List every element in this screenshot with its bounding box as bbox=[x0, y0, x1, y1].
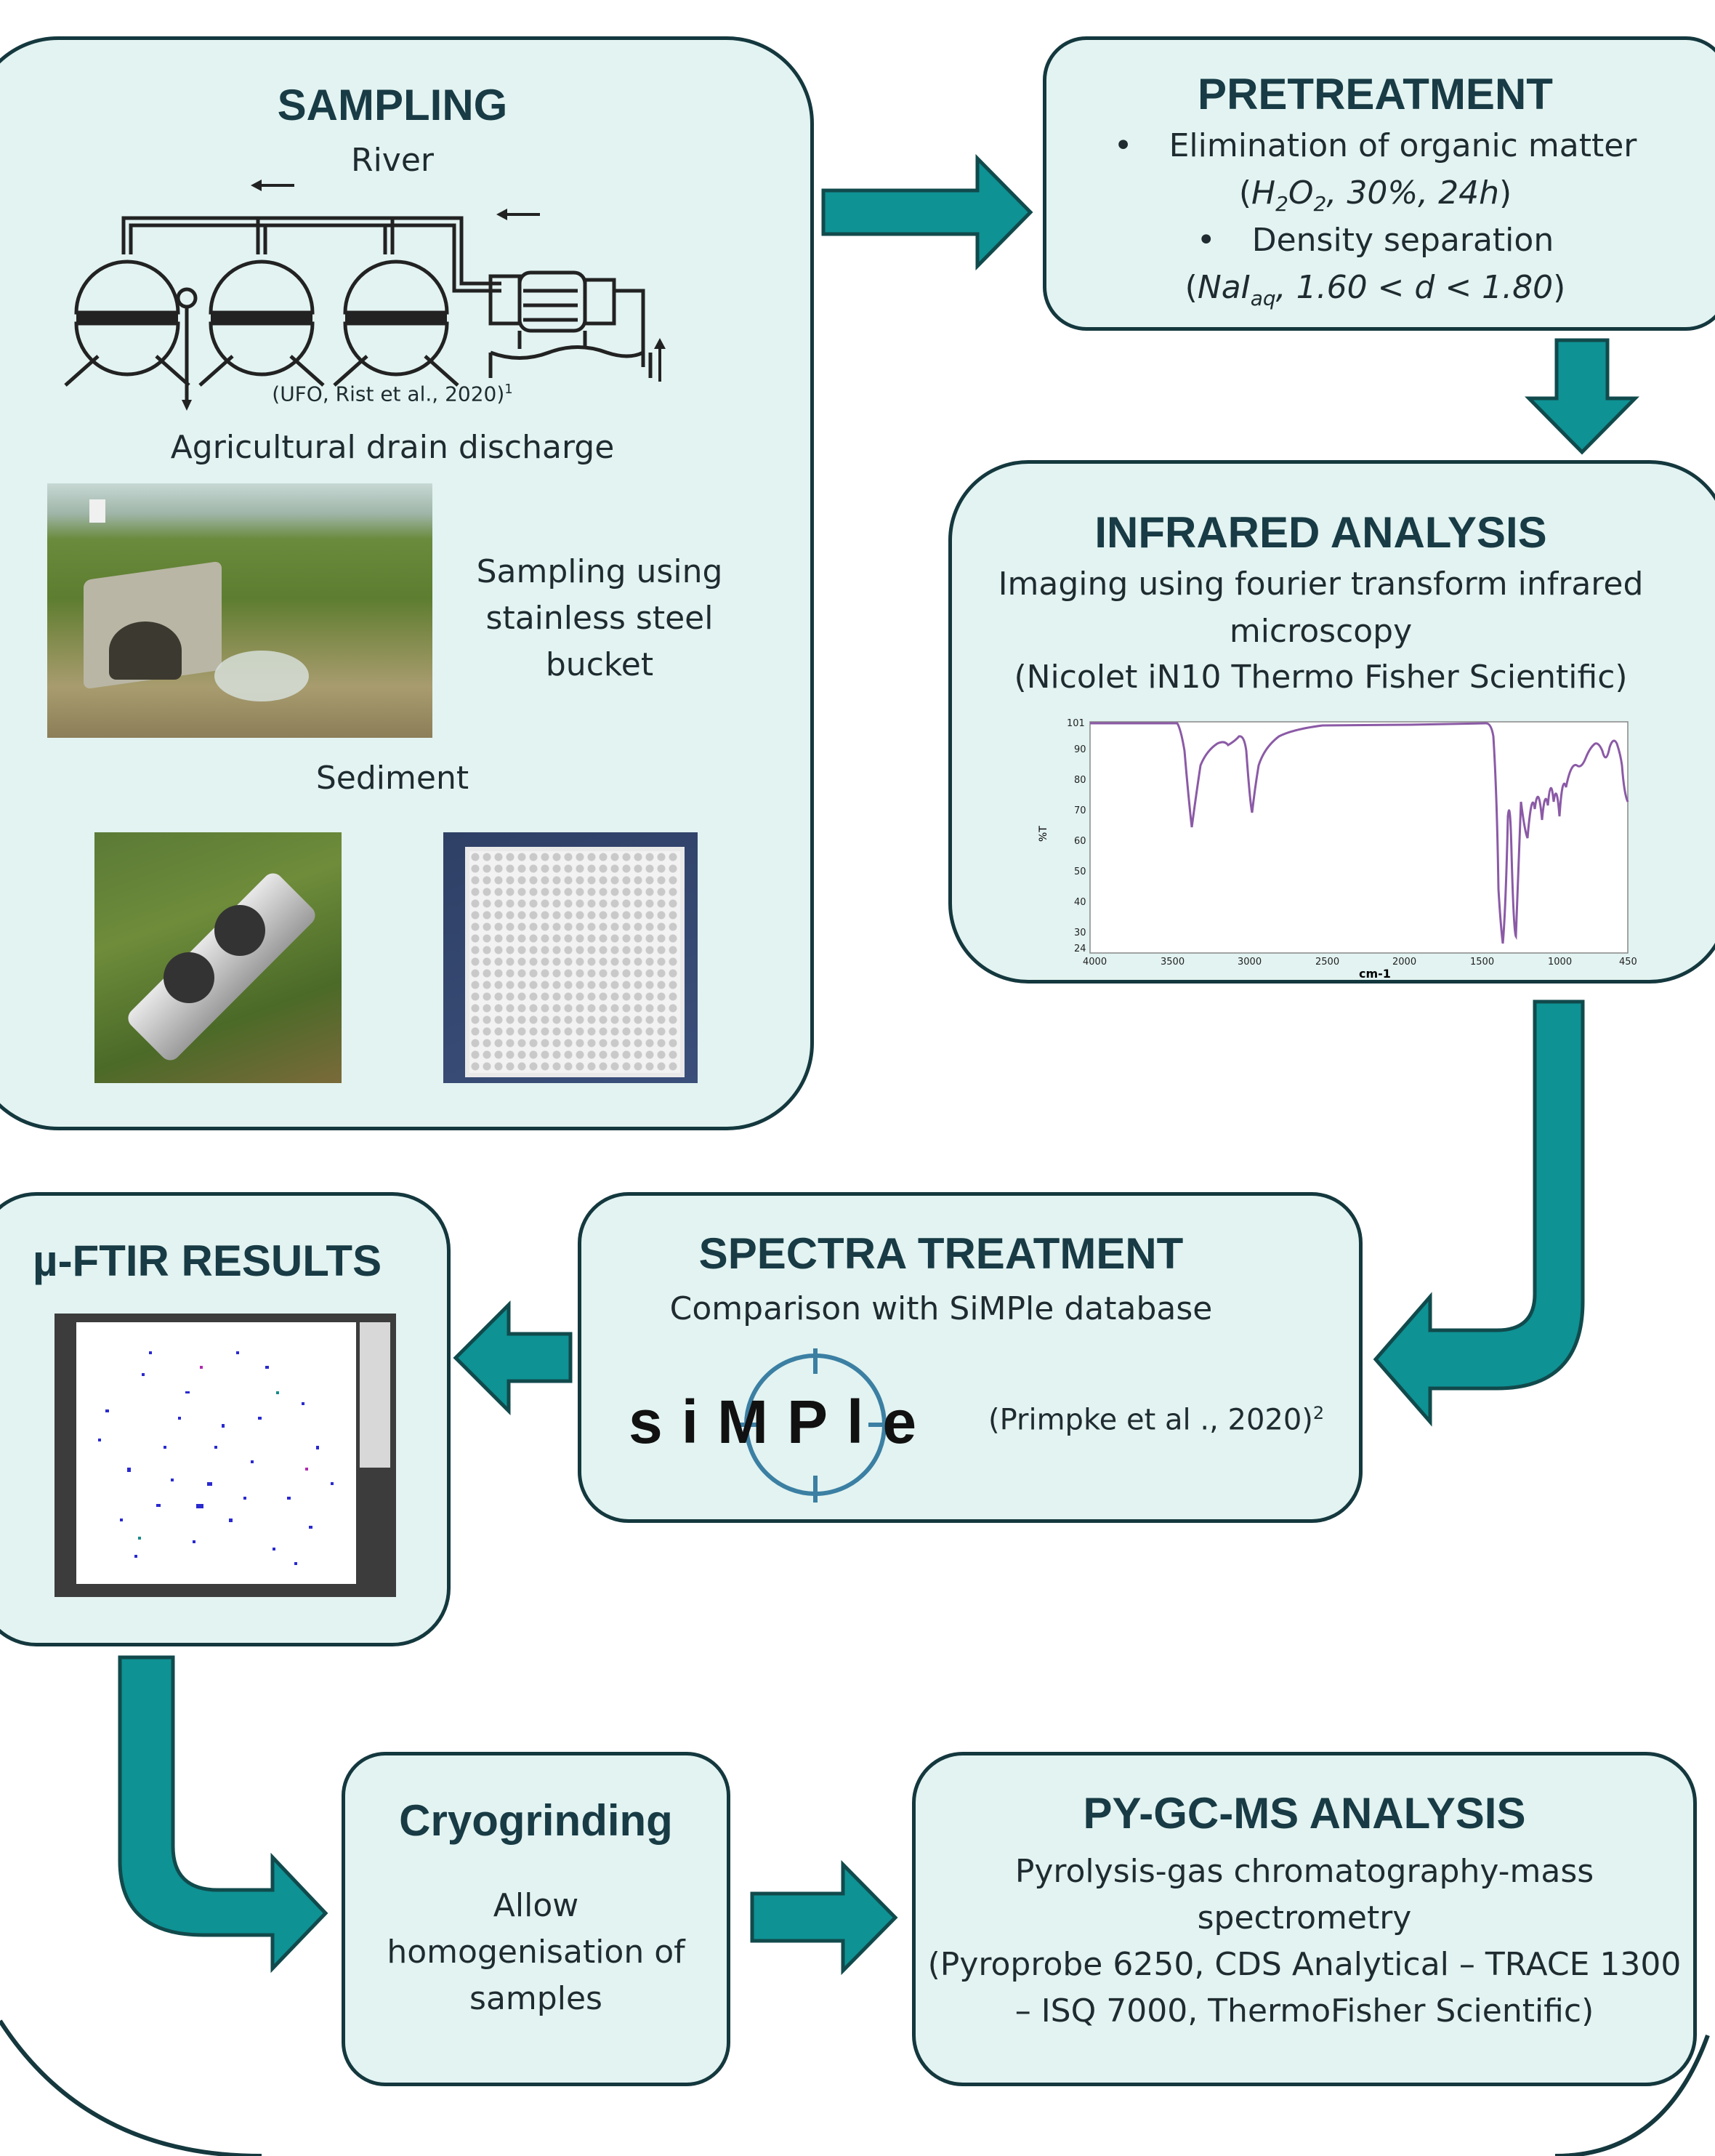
sediment-label: Sediment bbox=[315, 760, 469, 797]
infrared-title: INFRARED ANALYSIS bbox=[1094, 508, 1547, 557]
infrared-line-1: Imaging using fourier transform infrared bbox=[998, 566, 1644, 603]
cryogrinding-title: Cryogrinding bbox=[399, 1796, 673, 1845]
ir-xtick: 2500 bbox=[1315, 957, 1339, 968]
pygcms-line-4: – ISQ 7000, ThermoFisher Scientific) bbox=[1014, 1992, 1594, 2030]
nai-symbol: NaI bbox=[1197, 269, 1251, 306]
sediment-trap-device bbox=[124, 869, 320, 1065]
ftir-particles bbox=[98, 1351, 334, 1565]
ir-ytick: 24 bbox=[1074, 944, 1086, 954]
ir-ytick: 101 bbox=[1067, 718, 1085, 729]
drain-discharge-photo bbox=[47, 483, 432, 738]
ftir-results-box: µ-FTIR RESULTS bbox=[0, 1192, 451, 1646]
ir-xtick: 4000 bbox=[1083, 957, 1107, 968]
simple-logo: siMPle bbox=[629, 1348, 935, 1503]
ir-ytick: 30 bbox=[1074, 928, 1086, 938]
paren-close-2: ) bbox=[1553, 269, 1566, 306]
sediment-trap-disc-2 bbox=[214, 905, 265, 956]
ir-xtick: 2000 bbox=[1392, 957, 1416, 968]
sampling-title: SAMPLING bbox=[277, 81, 508, 129]
pretreatment-item-1: • Elimination of organic matter bbox=[1046, 127, 1704, 164]
sediment-grid-photo bbox=[443, 832, 698, 1083]
bucket-line-1: Sampling using bbox=[476, 553, 723, 590]
cryogrinding-text: Allow homogenisation of samples bbox=[345, 1883, 727, 2022]
spectra-treatment-subtitle: Comparison with SiMPle database bbox=[669, 1290, 1213, 1327]
ir-xtick: 3500 bbox=[1161, 957, 1185, 968]
pygcms-text: Pyrolysis-gas chromatography-mass spectr… bbox=[916, 1849, 1693, 2035]
bucket-line-3: bucket bbox=[545, 646, 654, 683]
cryogrinding-line-3: samples bbox=[469, 1980, 602, 2017]
pretreatment-box: PRETREATMENT • Elimination of organic mat… bbox=[1043, 36, 1715, 331]
h-sub: 2 bbox=[1275, 191, 1288, 216]
bucket-text: Sampling using stainless steel bucket bbox=[461, 549, 738, 688]
ir-xtick: 1500 bbox=[1470, 957, 1494, 968]
o-sub: 2 bbox=[1313, 191, 1327, 216]
ufo-citation-text: (UFO, Rist et al., 2020) bbox=[272, 382, 505, 406]
pretreatment-item-2-detail: (NaIaq, 1.60 < d < 1.80) bbox=[1046, 269, 1704, 310]
ir-ytick: 40 bbox=[1074, 897, 1086, 908]
cryogrinding-line-2: homogenisation of bbox=[387, 1934, 685, 1971]
pretreatment-item-2: • Density separation bbox=[1046, 222, 1704, 259]
cryogrinding-box: Cryogrinding Allow homogenisation of sam… bbox=[342, 1752, 730, 2086]
paren-open-2: ( bbox=[1185, 269, 1198, 306]
ir-ytick: 80 bbox=[1074, 775, 1086, 786]
pygcms-line-1: Pyrolysis-gas chromatography-mass bbox=[1014, 1853, 1594, 1890]
pretreatment-title: PRETREATMENT bbox=[1198, 70, 1553, 118]
ir-xtick: 3000 bbox=[1238, 957, 1262, 968]
pretreatment-item-1-detail: (H2O2, 30%, 24h) bbox=[1046, 174, 1704, 216]
ufo-citation: (UFO, Rist et al., 2020)1 bbox=[0, 382, 810, 406]
ftir-map-legend bbox=[360, 1322, 390, 1468]
ir-xtick: 1000 bbox=[1548, 957, 1572, 968]
density-rest: , 1.60 < d < 1.80 bbox=[1275, 269, 1554, 306]
spectra-treatment-title: SPECTRA TREATMENT bbox=[698, 1229, 1184, 1278]
sediment-trap-disc-1 bbox=[164, 952, 214, 1003]
bullet-2: • bbox=[1196, 222, 1216, 259]
pygcms-line-3: (Pyroprobe 6250, CDS Analytical – TRACE … bbox=[927, 1946, 1682, 1983]
ir-xtick: 450 bbox=[1619, 957, 1637, 968]
ftir-results-title: µ-FTIR RESULTS bbox=[33, 1236, 382, 1285]
primpke-citation-ref: 2 bbox=[1312, 1403, 1325, 1423]
ufo-sampler-icon bbox=[64, 180, 666, 411]
nai-sub: aq bbox=[1250, 286, 1276, 310]
pygcms-line-2: spectrometry bbox=[1197, 1899, 1412, 1936]
simple-logo-text: siMPle bbox=[629, 1388, 935, 1456]
ir-ytick: 60 bbox=[1074, 836, 1086, 847]
paren-close-1: ) bbox=[1499, 174, 1512, 212]
sediment-grid-plate bbox=[465, 847, 685, 1077]
sediment-trap-photo bbox=[94, 832, 342, 1083]
h-symbol: H bbox=[1251, 174, 1276, 212]
pygcms-box: PY-GC-MS ANALYSIS Pyrolysis-gas chromato… bbox=[912, 1752, 1697, 2086]
pretreatment-item-1-label: Elimination of organic matter bbox=[1169, 127, 1637, 164]
pygcms-title: PY-GC-MS ANALYSIS bbox=[1083, 1789, 1526, 1838]
pretreatment-item-2-label: Density separation bbox=[1251, 222, 1554, 259]
cryogrinding-line-1: Allow bbox=[493, 1887, 579, 1924]
ftir-particle-map bbox=[55, 1314, 396, 1597]
drain-water bbox=[214, 651, 309, 701]
primpke-citation-text: (Primpke et al ., 2020) bbox=[988, 1403, 1313, 1437]
ftir-map-plot-area bbox=[76, 1322, 356, 1584]
drain-pipe-hole bbox=[109, 622, 182, 680]
sampling-river-label: River bbox=[351, 142, 434, 179]
bucket-line-2: stainless steel bbox=[485, 600, 714, 637]
infrared-box: INFRARED ANALYSIS Imaging using fourier … bbox=[948, 460, 1715, 984]
sampling-box: SAMPLING River bbox=[0, 36, 814, 1130]
ir-ytick: 50 bbox=[1074, 866, 1086, 877]
o-symbol: O bbox=[1288, 174, 1314, 212]
ir-spectrum-line bbox=[1090, 722, 1629, 944]
ir-ylabel: %T bbox=[1038, 826, 1049, 842]
bullet-1: • bbox=[1113, 127, 1133, 164]
paren-open-1: ( bbox=[1238, 174, 1251, 212]
ufo-citation-ref: 1 bbox=[504, 382, 513, 397]
drain-post bbox=[89, 499, 105, 523]
spectra-treatment-box: SPECTRA TREATMENT Comparison with SiMPle… bbox=[578, 1192, 1363, 1523]
h2o2-rest: , 30%, 24h bbox=[1326, 174, 1499, 212]
infrared-line-2: microscopy bbox=[1229, 613, 1413, 650]
ir-ytick: 90 bbox=[1074, 744, 1086, 755]
ir-spectrum-plot: %T cm-1 101 90 80 70 60 50 40 30 24 4000… bbox=[1038, 718, 1637, 981]
infrared-line-3: (Nicolet iN10 Thermo Fisher Scientific) bbox=[1014, 659, 1628, 696]
ir-ytick: 70 bbox=[1074, 805, 1086, 816]
drain-label: Agricultural drain discharge bbox=[170, 429, 615, 466]
ir-xlabel: cm-1 bbox=[1359, 967, 1391, 981]
primpke-citation: (Primpke et al ., 2020)2 bbox=[988, 1403, 1324, 1436]
